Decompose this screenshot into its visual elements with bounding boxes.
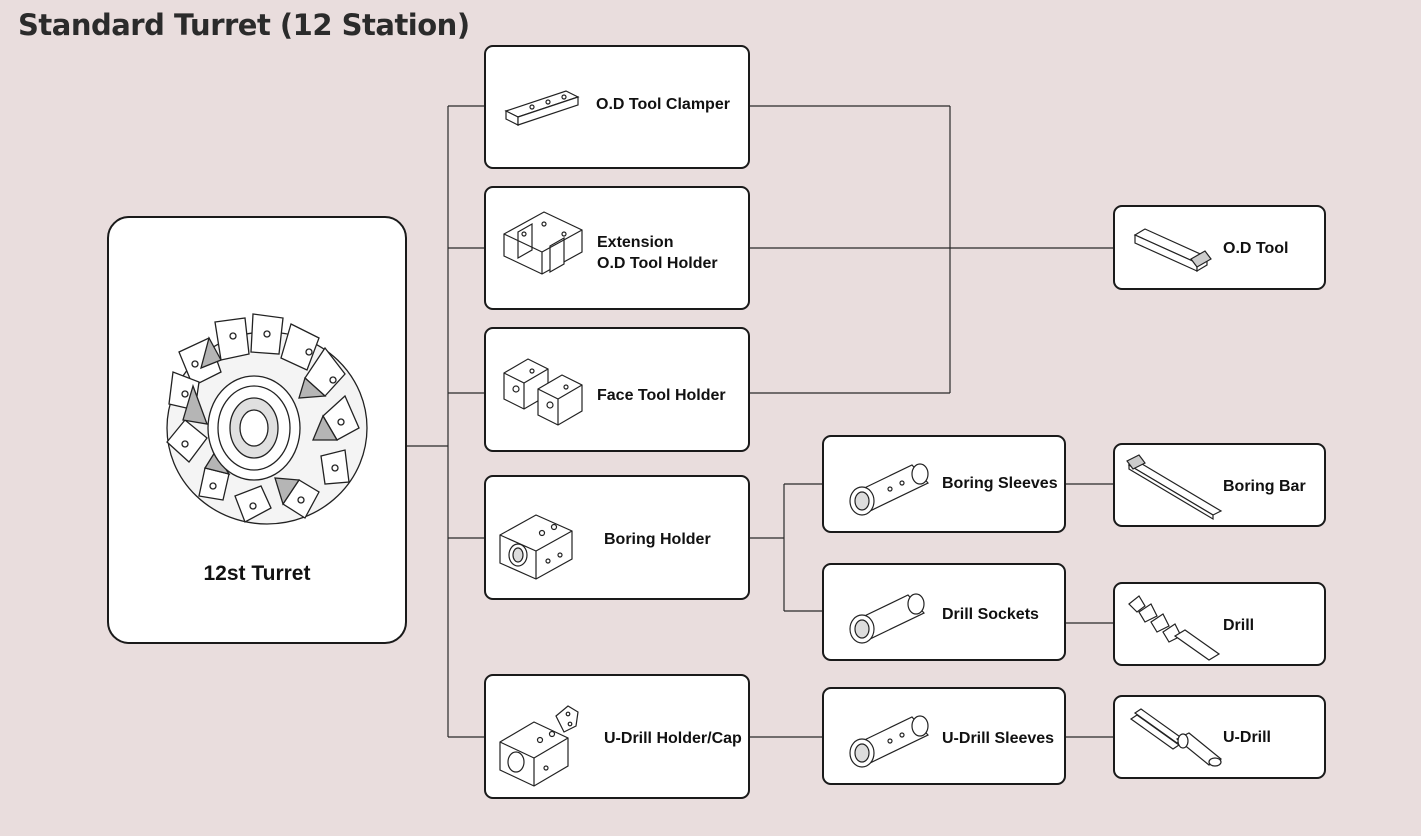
drill-icon <box>1128 595 1221 661</box>
boring-bar-label: Boring Bar <box>1223 478 1306 495</box>
boring-holder-label: Boring Holder <box>604 531 711 548</box>
drill-sockets-icon <box>849 593 925 644</box>
extension-line2-label: O.D Tool Holder <box>597 255 718 272</box>
boring-holder-icon <box>499 514 573 580</box>
face-tool-holder-icon <box>503 358 583 426</box>
page-title: Standard Turret (12 Station) <box>18 8 470 42</box>
turret-label: 12st Turret <box>203 562 311 585</box>
extension-od-tool-holder-icon <box>503 211 583 275</box>
boring-sleeves-label: Boring Sleeves <box>942 475 1058 492</box>
boring-bar-icon <box>1126 454 1223 521</box>
u-drill-holder-cap-box: U-Drill Holder/Cap <box>484 674 750 799</box>
face-tool-holder-box: Face Tool Holder <box>484 327 750 452</box>
od-tool-icon <box>1133 228 1212 273</box>
extension-od-tool-holder-box: Extension O.D Tool Holder <box>484 186 750 310</box>
u-drill-holder-cap-label: U-Drill Holder/Cap <box>604 730 742 747</box>
u-drill-sleeves-label: U-Drill Sleeves <box>942 730 1055 747</box>
extension-line1-label: Extension <box>597 234 674 251</box>
u-drill-holder-cap-icon <box>499 705 579 787</box>
drill-sockets-box: Drill Sockets <box>822 563 1066 661</box>
od-tool-clamper-label: O.D Tool Clamper <box>596 96 730 113</box>
u-drill-icon <box>1129 708 1223 767</box>
u-drill-sleeves-box: U-Drill Sleeves <box>822 687 1066 785</box>
boring-bar-box: Boring Bar <box>1113 443 1326 527</box>
od-tool-clamper-icon <box>504 90 580 126</box>
drill-sockets-label: Drill Sockets <box>942 606 1039 623</box>
u-drill-label: U-Drill <box>1223 729 1271 746</box>
turret-box: 12st Turret <box>107 216 407 644</box>
drill-label: Drill <box>1223 617 1255 634</box>
turret-icon <box>166 313 368 525</box>
od-tool-label: O.D Tool <box>1223 240 1289 257</box>
od-tool-box: O.D Tool <box>1113 205 1326 290</box>
od-tool-clamper-box: O.D Tool Clamper <box>484 45 750 169</box>
face-tool-holder-label: Face Tool Holder <box>597 387 726 404</box>
drill-box: Drill <box>1113 582 1326 666</box>
boring-sleeves-box: Boring Sleeves <box>822 435 1066 533</box>
boring-sleeves-icon <box>849 463 929 516</box>
boring-holder-box: Boring Holder <box>484 475 750 600</box>
u-drill-sleeves-icon <box>849 715 929 768</box>
u-drill-box: U-Drill <box>1113 695 1326 779</box>
